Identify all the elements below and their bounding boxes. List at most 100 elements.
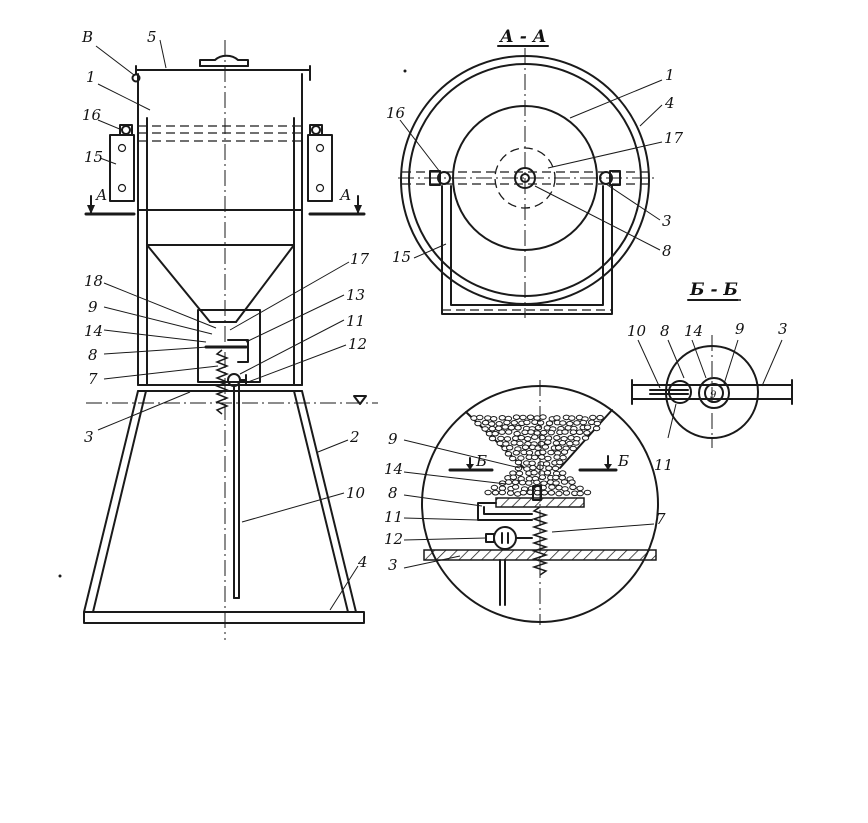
- grain: [570, 485, 576, 490]
- label-8: 8: [88, 346, 98, 364]
- grain: [546, 421, 552, 426]
- grain: [584, 425, 590, 430]
- grain: [553, 441, 559, 446]
- grain: [520, 490, 526, 495]
- grain: [528, 430, 534, 435]
- grain: [535, 425, 541, 430]
- grain: [584, 490, 590, 495]
- label-B: В: [81, 28, 93, 46]
- grain: [597, 415, 603, 420]
- grain: [519, 480, 525, 485]
- detail-label-14: 14: [384, 460, 403, 478]
- grain: [513, 415, 519, 420]
- bb-label-8: 8: [660, 322, 670, 340]
- grain: [541, 430, 547, 435]
- label-A-left: А: [95, 186, 107, 204]
- bb-inner-mark: 9: [710, 390, 717, 401]
- label-A-right: А: [339, 186, 351, 204]
- grain: [548, 491, 554, 496]
- grain: [540, 415, 546, 420]
- grain: [506, 480, 512, 485]
- grain: [534, 480, 540, 485]
- grain: [477, 415, 483, 420]
- grain: [580, 420, 586, 425]
- grain: [516, 471, 522, 476]
- grain: [560, 471, 566, 476]
- label-15: 15: [84, 148, 103, 166]
- grain: [557, 460, 563, 465]
- grain: [594, 421, 600, 426]
- grain: [570, 446, 576, 451]
- grain: [540, 450, 546, 455]
- grain: [577, 430, 583, 435]
- main-view: В 5 1 16 15 А А 18 9 14 8 7 3 17 13 11 1…: [81, 28, 378, 640]
- grain: [489, 436, 495, 441]
- label-18: 18: [84, 272, 103, 290]
- grain: [563, 491, 569, 496]
- detail-view: 9 14 8 11 12 3 7 Б Б: [384, 380, 666, 625]
- grain-pile: [471, 415, 604, 496]
- upper-cylinder: [138, 74, 302, 385]
- detail-label-3: 3: [388, 556, 398, 574]
- grain: [489, 422, 495, 427]
- grain: [582, 436, 588, 441]
- detail-label-12: 12: [384, 530, 403, 548]
- grain: [491, 485, 497, 490]
- grain: [549, 485, 555, 490]
- grain: [561, 480, 567, 485]
- grain: [529, 461, 535, 466]
- detail-label-B-right: Б: [617, 452, 629, 470]
- rod: [234, 386, 239, 598]
- grain: [573, 441, 579, 446]
- bb-label-9: 9: [735, 320, 745, 338]
- aa-label-3: 3: [662, 212, 672, 230]
- grain: [567, 441, 573, 446]
- grain: [554, 416, 560, 421]
- grain: [577, 486, 583, 491]
- grain: [537, 421, 543, 426]
- grain: [482, 420, 488, 425]
- grain: [499, 416, 505, 421]
- grain: [504, 420, 510, 425]
- grain: [544, 471, 550, 476]
- grain: [522, 445, 528, 450]
- grain: [545, 456, 551, 461]
- grain: [556, 485, 562, 490]
- bb-label-3: 3: [778, 320, 788, 338]
- grain: [548, 450, 554, 455]
- grain: [531, 470, 537, 475]
- label-12: 12: [348, 335, 367, 353]
- grain: [513, 451, 519, 456]
- valve-housing: [198, 310, 260, 414]
- label-2: 2: [349, 428, 360, 446]
- grain: [505, 452, 511, 457]
- grain: [541, 490, 547, 495]
- section-aa: А - А 1 4 16 17 3 15: [386, 27, 684, 318]
- grain: [485, 416, 491, 421]
- grain: [498, 436, 504, 441]
- grain: [552, 466, 558, 471]
- grain: [553, 475, 559, 480]
- detail-label-B-left: Б: [475, 452, 487, 470]
- grain: [510, 475, 516, 480]
- grain: [492, 431, 498, 436]
- detail-label-11: 11: [384, 508, 403, 526]
- base: [84, 612, 364, 623]
- grain: [546, 466, 552, 471]
- grain: [556, 491, 562, 496]
- label-13: 13: [346, 286, 365, 304]
- grain: [560, 421, 566, 426]
- grain: [512, 485, 518, 490]
- aa-label-15: 15: [392, 248, 411, 266]
- bb-label-11: 11: [654, 456, 673, 474]
- section-bb-title: Б - Б: [689, 280, 738, 300]
- aa-label-16: 16: [386, 104, 406, 122]
- bb-label-10: 10: [627, 322, 647, 340]
- grain: [562, 430, 568, 435]
- grain: [569, 416, 575, 421]
- grain: [502, 425, 508, 430]
- grain: [518, 435, 524, 440]
- grain: [475, 421, 481, 426]
- grain: [482, 427, 488, 432]
